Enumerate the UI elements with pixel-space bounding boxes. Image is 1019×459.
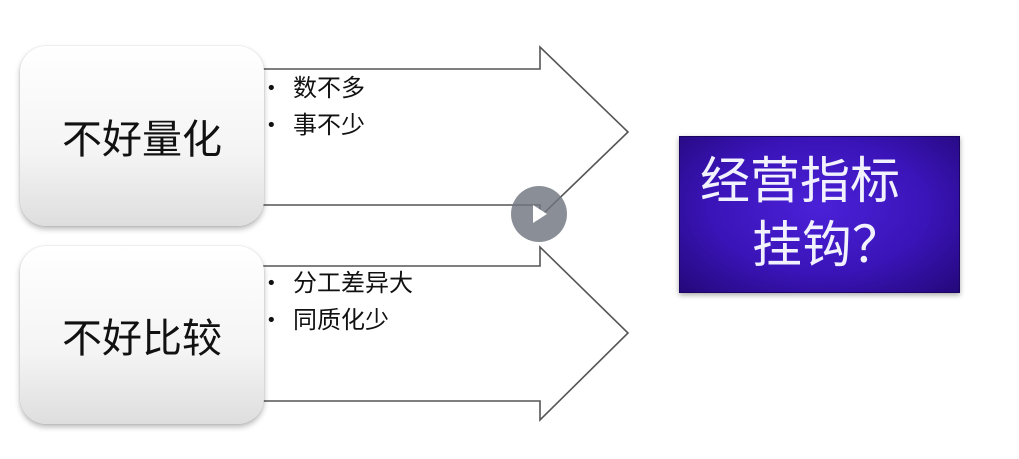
bullet-item: • 事不少 <box>266 107 365 144</box>
play-button[interactable] <box>511 186 567 242</box>
result-line-1: 经营指标 <box>700 152 900 210</box>
bullet-list-quantify: • 数不多 • 事不少 <box>266 70 365 144</box>
label-box-quantify: 不好量化 <box>20 46 264 226</box>
arrow-bottom <box>261 245 630 422</box>
play-icon <box>533 205 547 223</box>
bullet-text: 同质化少 <box>293 306 389 334</box>
bullet-dot: • <box>266 310 277 331</box>
bullet-text: 事不少 <box>293 111 365 139</box>
bullet-dot: • <box>266 78 277 99</box>
bullet-text: 分工差异大 <box>293 269 413 297</box>
label-box-compare: 不好比较 <box>20 246 264 424</box>
bullet-list-compare: • 分工差异大 • 同质化少 <box>266 265 413 339</box>
bullet-text: 数不多 <box>293 74 365 102</box>
bullet-item: • 同质化少 <box>266 302 413 339</box>
bullet-item: • 分工差异大 <box>266 265 413 302</box>
bullet-dot: • <box>266 273 277 294</box>
bullet-dot: • <box>266 115 277 136</box>
label-text-compare: 不好比较 <box>62 316 222 362</box>
bullet-item: • 数不多 <box>266 70 365 107</box>
result-box: 经营指标 挂钩？ <box>679 136 960 293</box>
label-text-quantify: 不好量化 <box>62 117 222 163</box>
arrow-top <box>261 45 630 219</box>
result-line-2: 挂钩？ <box>752 216 902 274</box>
